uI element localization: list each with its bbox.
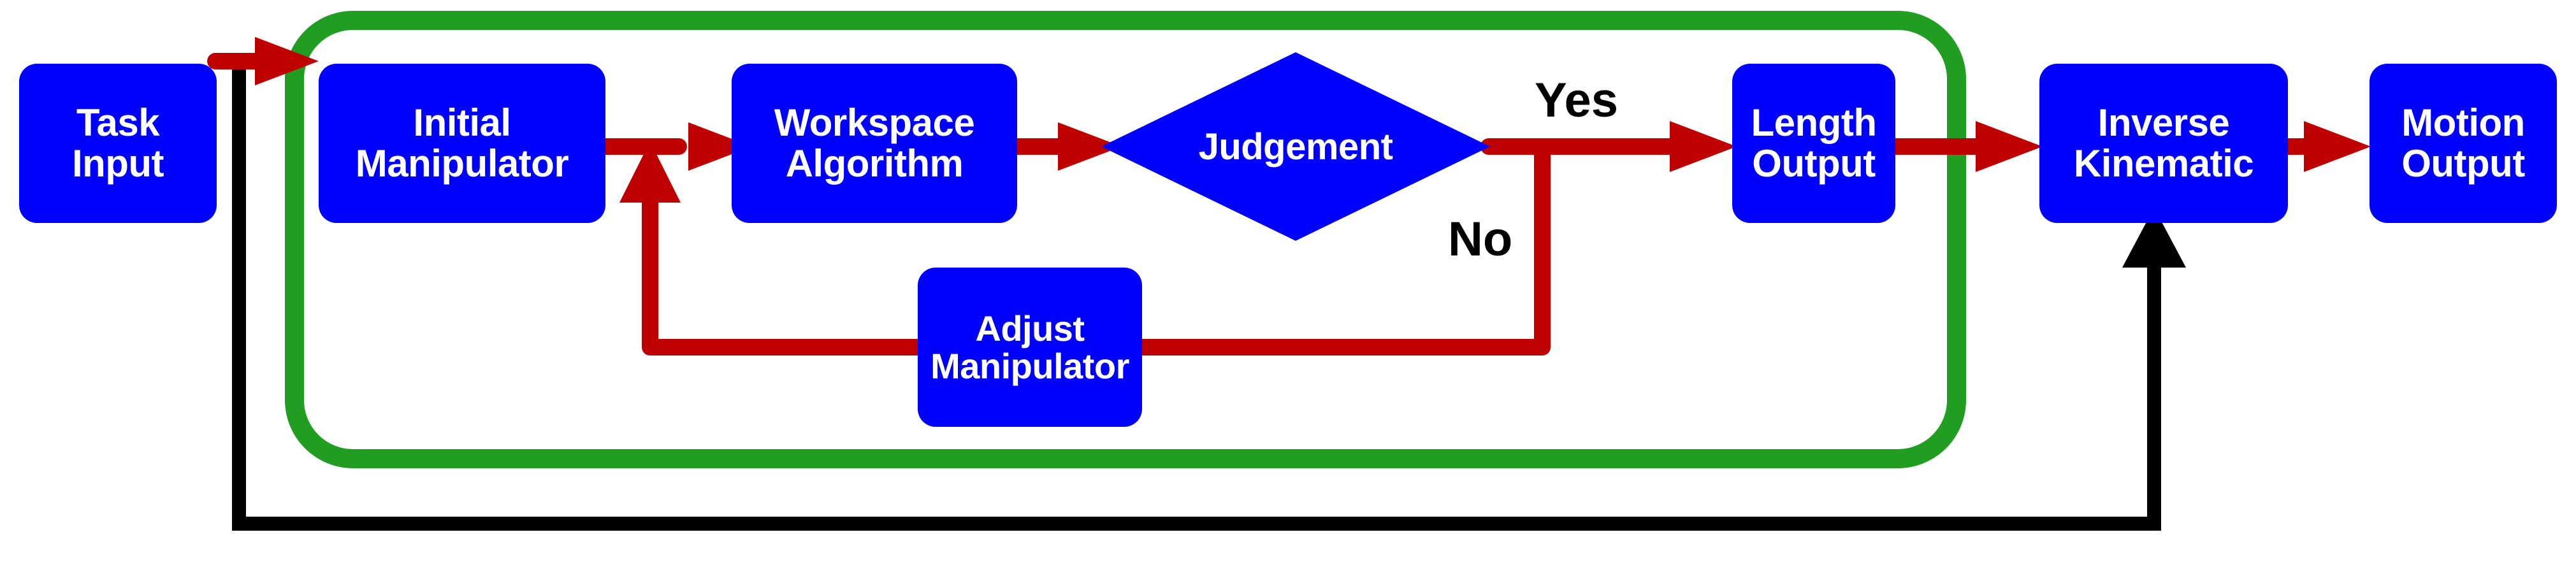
node-task-input[interactable]: Task Input <box>19 64 217 223</box>
node-adjust-manipulator[interactable]: Adjust Manipulator <box>918 268 1142 427</box>
judgement-diamond-shape[interactable] <box>1101 52 1490 241</box>
node-adjust-manipulator-label: Adjust Manipulator <box>930 308 1129 386</box>
node-inverse-kinematic-label: Inverse Kinematic <box>2073 101 2254 185</box>
design-loop-group-border <box>285 11 1966 468</box>
arrow-length-to-inverse <box>1885 121 2043 172</box>
edge-label-yes-text: Yes <box>1535 73 1619 127</box>
node-length-output-label: Length Output <box>1751 101 1877 185</box>
arrow-global-feedback <box>232 69 2186 531</box>
node-task-input-label: Task Input <box>71 101 164 185</box>
arrow-judgement-yes-to-length <box>1480 121 1737 172</box>
node-length-output[interactable]: Length Output <box>1732 64 1895 223</box>
edge-label-no: No <box>1448 215 1512 264</box>
arrow-adjust-to-workspace-loop <box>619 141 926 355</box>
node-initial-manipulator[interactable]: Initial Manipulator <box>319 64 605 223</box>
arrow-inverse-to-motion <box>2278 121 2371 172</box>
node-judgement[interactable]: Judgement <box>1101 52 1490 241</box>
node-workspace-algorithm-label: Workspace Algorithm <box>774 101 975 185</box>
arrow-task-to-initial <box>207 37 319 85</box>
node-workspace-algorithm[interactable]: Workspace Algorithm <box>732 64 1017 223</box>
arrow-workspace-to-judgement <box>1007 122 1122 171</box>
node-initial-manipulator-label: Initial Manipulator <box>355 101 569 185</box>
node-motion-output[interactable]: Motion Output <box>2370 64 2557 223</box>
node-inverse-kinematic[interactable]: Inverse Kinematic <box>2039 64 2288 223</box>
node-judgement-label: Judgement <box>1198 126 1393 168</box>
edge-label-no-text: No <box>1448 212 1513 266</box>
arrow-initial-to-workspace <box>595 122 752 171</box>
edge-label-yes: Yes <box>1535 76 1618 125</box>
arrow-judgement-no-to-adjust <box>1132 140 1551 355</box>
node-motion-output-label: Motion Output <box>2401 101 2525 185</box>
